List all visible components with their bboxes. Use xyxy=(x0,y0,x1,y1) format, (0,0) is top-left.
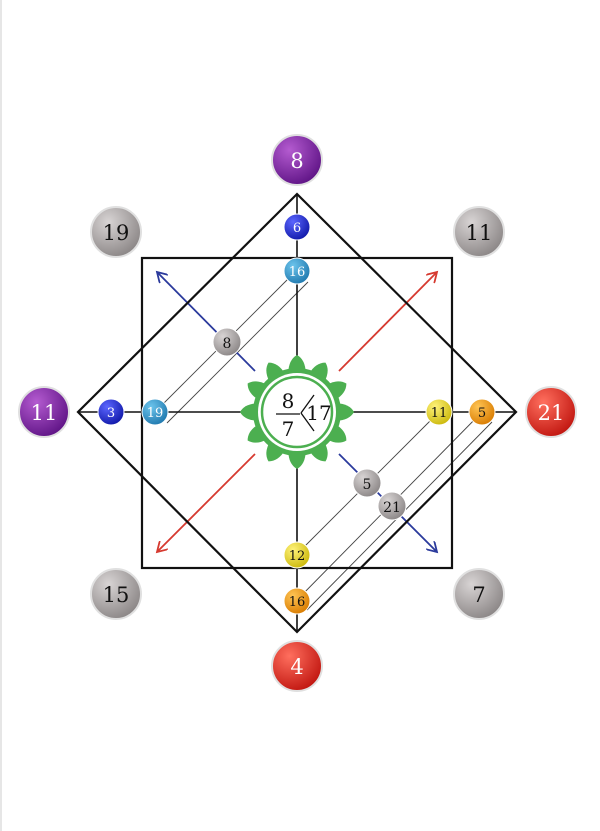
outer-diamond xyxy=(76,192,518,634)
inner-circle-diagonal-lower-right-1-label: 5 xyxy=(363,477,372,493)
inner-circle-diagonal-lower-right-2: 21 xyxy=(377,491,407,521)
outer-circle-bottom: 4 xyxy=(271,640,323,692)
center-right-number: 17 xyxy=(306,401,331,425)
outer-circle-bottom-disc xyxy=(271,640,323,692)
inner-circle-top-inner-disc xyxy=(283,257,311,285)
inner-circle-bottom-inner-disc xyxy=(283,541,311,569)
outer-circle-bottom-right: 7 xyxy=(453,568,505,620)
inner-circle-right-outer: 5 xyxy=(468,398,496,426)
inner-circle-left-outer-disc xyxy=(97,398,125,426)
inner-circle-left-inner: 19 xyxy=(141,398,169,426)
inner-circle-diagonal-upper-left-disc xyxy=(212,327,242,357)
center-numbers: 8 7 17 xyxy=(276,389,332,441)
outer-circle-top-right: 11 xyxy=(453,206,505,258)
inner-circle-right-inner-disc xyxy=(425,398,453,426)
inner-circle-bottom-outer-label: 16 xyxy=(289,595,306,610)
inner-circle-diagonal-upper-left-label: 8 xyxy=(223,336,232,352)
inner-circle-bottom-outer-disc xyxy=(283,587,311,615)
inner-circle-left-outer: 3 xyxy=(97,398,125,426)
inner-circle-left-inner-label: 19 xyxy=(147,406,164,421)
inner-circle-top-outer-disc xyxy=(283,213,311,241)
inner-circle-diagonal-lower-right-2-label: 21 xyxy=(383,500,401,516)
outer-circle-right: 21 xyxy=(525,386,577,438)
outer-circle-bottom-left-label: 15 xyxy=(103,583,130,607)
inner-circle-top-inner: 16 xyxy=(283,257,311,285)
outer-circle-top-label: 8 xyxy=(290,149,303,173)
inner-circle-top-outer-label: 6 xyxy=(293,221,301,236)
outer-circle-bottom-right-disc xyxy=(453,568,505,620)
inner-circle-right-outer-disc xyxy=(468,398,496,426)
inner-circle-diagonal-upper-left: 8 xyxy=(212,327,242,357)
outer-circle-top-left: 19 xyxy=(90,206,142,258)
inner-circle-right-inner-label: 11 xyxy=(431,406,448,421)
outer-circle-top-disc xyxy=(271,134,323,186)
red-diagonal-arrow-upper xyxy=(338,272,437,372)
outer-circle-top-right-label: 11 xyxy=(466,221,493,245)
inner-circle-left-outer-label: 3 xyxy=(107,406,115,421)
outer-circle-top: 8 xyxy=(271,134,323,186)
inner-circle-diagonal-lower-right-1-disc xyxy=(352,468,382,498)
outer-circle-bottom-label: 4 xyxy=(290,655,303,679)
center-bottom-number: 7 xyxy=(282,417,295,441)
page-edge xyxy=(0,0,2,831)
center-split-line-upper xyxy=(300,394,315,414)
inner-circle-diagonal-lower-right-1: 5 xyxy=(352,468,382,498)
outer-circle-bottom-left-disc xyxy=(90,568,142,620)
center-split-line-lower xyxy=(300,412,315,432)
inner-circle-left-inner-disc xyxy=(141,398,169,426)
red-diagonal-arrow-lower xyxy=(157,453,256,552)
inner-circle-right-inner: 11 xyxy=(425,398,453,426)
outer-circle-bottom-left: 15 xyxy=(90,568,142,620)
outer-circles: 8 11 21 4 19 11 15 7 xyxy=(18,134,577,692)
inner-circle-bottom-outer: 16 xyxy=(283,587,311,615)
center-lotus-icon xyxy=(240,355,354,469)
blue-diagonal-arrow-upper xyxy=(157,272,256,372)
outer-circle-left: 11 xyxy=(18,386,70,438)
inner-circle-top-inner-label: 16 xyxy=(289,265,306,280)
inner-circle-top-outer: 6 xyxy=(283,213,311,241)
center-top-number: 8 xyxy=(282,389,295,413)
outer-circle-right-label: 21 xyxy=(538,401,565,425)
outer-circle-top-right-disc xyxy=(453,206,505,258)
inner-circle-bottom-inner: 12 xyxy=(283,541,311,569)
outer-circle-left-label: 11 xyxy=(31,401,58,425)
outer-circle-bottom-right-label: 7 xyxy=(472,583,485,607)
outer-circle-left-disc xyxy=(18,386,70,438)
outer-circle-right-disc xyxy=(525,386,577,438)
inner-circle-diagonal-lower-right-2-disc xyxy=(377,491,407,521)
outer-circle-top-left-disc xyxy=(90,206,142,258)
inner-circle-right-outer-label: 5 xyxy=(478,406,486,421)
inner-circles: 6 16 3 19 11 5 12 16 xyxy=(97,213,496,615)
outer-circle-top-left-label: 19 xyxy=(103,221,130,245)
inner-circle-bottom-inner-label: 12 xyxy=(289,549,306,564)
